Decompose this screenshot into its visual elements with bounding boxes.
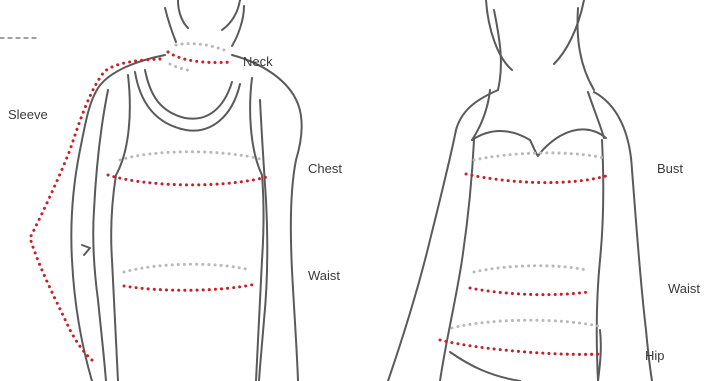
- neck-back-line: [176, 44, 224, 50]
- neck-front-line: [168, 52, 232, 63]
- hip-label: Hip: [645, 348, 665, 363]
- waist-back-line-male: [124, 264, 250, 272]
- bust-label: Bust: [657, 161, 683, 176]
- female-figure-outline: [388, 0, 652, 381]
- chest-back-line: [120, 152, 264, 160]
- sleeve-label: Sleeve: [8, 107, 48, 122]
- front-measure-lines: [30, 52, 606, 360]
- waist-label-male: Waist: [308, 268, 340, 283]
- chest-front-line: [108, 175, 270, 185]
- hip-back-line: [452, 320, 598, 328]
- waist-label-female: Waist: [668, 281, 700, 296]
- chest-label: Chest: [308, 161, 342, 176]
- waist-back-line-female: [474, 266, 586, 272]
- hip-front-line: [440, 340, 600, 354]
- neck-label: Neck: [243, 54, 273, 69]
- waist-front-line-male: [124, 284, 256, 290]
- bust-front-line: [466, 174, 606, 183]
- waist-front-line-female: [470, 288, 588, 295]
- neck-lower-back-line: [170, 64, 192, 71]
